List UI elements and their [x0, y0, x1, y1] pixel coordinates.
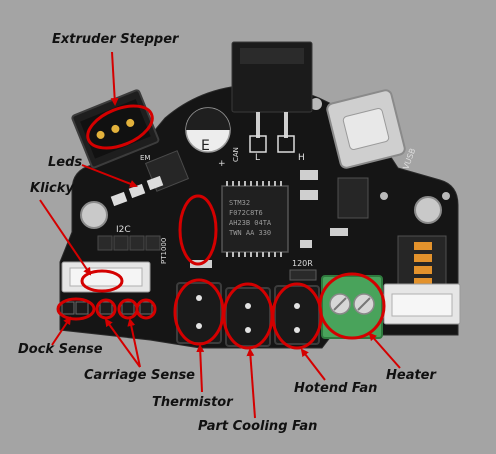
arrow-leds: [81, 164, 138, 188]
mcu-text-2: F072C8T6: [229, 209, 263, 217]
led: [110, 191, 128, 207]
carriage-sense-highlight-3: [135, 298, 157, 320]
label-carriage-sense: Carriage Sense: [84, 368, 196, 383]
label-extruder-stepper: Extruder Stepper: [52, 32, 179, 47]
arrow-extruder-stepper: [110, 51, 119, 106]
annotation-arrows: [39, 51, 401, 419]
mount-hole-left: [80, 201, 108, 229]
i2c-label: I2C: [116, 225, 131, 235]
label-klicky: Klicky: [30, 181, 74, 196]
annotation-highlights: [56, 104, 386, 350]
label-leds: Leds: [48, 155, 83, 170]
mcu-text-1: STM32: [229, 199, 250, 207]
em-label: EM: [140, 154, 150, 162]
extruder-stepper-highlight: [86, 104, 154, 150]
led: [146, 175, 164, 191]
via: [310, 98, 322, 110]
pt1000-label: PT1000: [160, 238, 168, 264]
via: [442, 192, 450, 200]
mcu-text-3: AH23B 04TA: [229, 219, 272, 227]
can-h-label: H: [298, 153, 305, 163]
part-cooling-fan-connector: [225, 287, 271, 347]
label-thermistor: Thermistor: [152, 395, 233, 410]
thermistor-connector: [176, 282, 222, 344]
arrow-hotend-fan: [300, 348, 326, 381]
can-label: CAN: [232, 147, 240, 162]
leds-switch-highlight: [178, 194, 218, 266]
hotend-fan-connector: [274, 285, 320, 345]
arrow-carriage-sense-2: [127, 318, 141, 368]
label-part-cooling-fan: Part Cooling Fan: [198, 419, 318, 434]
carriage-sense-highlight-1: [95, 298, 117, 320]
arrow-heater: [368, 332, 401, 369]
via: [380, 192, 388, 200]
mount-hole-right: [414, 196, 442, 224]
klicky-highlight: [80, 269, 124, 293]
arrow-part-cooling-fan: [246, 348, 256, 419]
label-heater: Heater: [386, 368, 436, 383]
arrow-klicky: [39, 199, 92, 276]
label-hotend-fan: Hotend Fan: [294, 381, 378, 396]
polarity-mark: +: [218, 159, 226, 169]
capacitor-mark: E: [201, 138, 210, 154]
arrow-thermistor: [196, 344, 205, 393]
mcu-chip: [221, 185, 289, 253]
label-dock-sense: Dock Sense: [18, 342, 103, 357]
heater-highlight: [318, 272, 386, 340]
can-l-label: L: [255, 153, 260, 163]
can-connector-top: [240, 48, 304, 64]
mcu-text-4: TWN AA 330: [229, 229, 271, 237]
arrow-carriage-sense-1: [104, 318, 141, 368]
r120-label: 120R: [292, 259, 313, 268]
dock-sense-highlight: [56, 297, 96, 321]
arrow-dock-sense: [51, 316, 72, 346]
